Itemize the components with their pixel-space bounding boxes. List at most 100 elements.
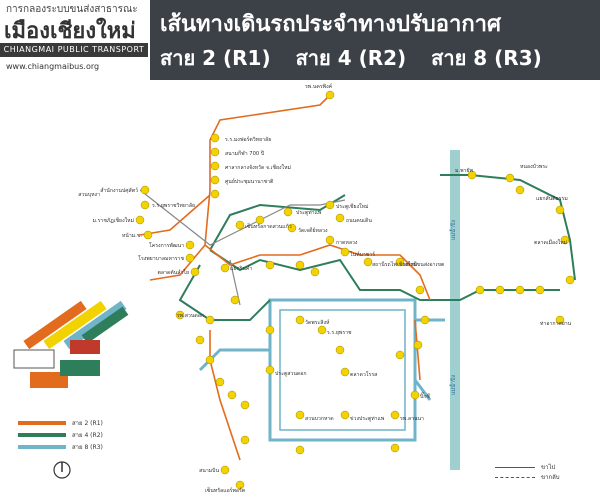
station-dot[interactable] — [140, 185, 150, 195]
station-dot[interactable] — [235, 220, 245, 230]
station-label: สวนบุหงา — [78, 192, 100, 198]
station-dot[interactable] — [215, 377, 225, 387]
station-dot[interactable] — [227, 390, 237, 400]
page-title: เส้นทางเดินรถประจำทางปรับอากาศ — [160, 12, 501, 37]
station-dot[interactable] — [175, 310, 185, 320]
station-label: ประตูเชียงใหม่ — [336, 203, 368, 210]
station-dot[interactable] — [265, 260, 275, 270]
station-dot[interactable] — [210, 147, 220, 157]
station-label: เซ็นทรัลแอร์พอร์ต — [205, 486, 245, 494]
legend-item-route-4: สาย 4 (R2) — [18, 430, 138, 440]
station-dot[interactable] — [515, 285, 525, 295]
station-label: แยกสันติธรรม — [536, 195, 568, 202]
station-label: สถานีรถไฟเชียงใหม่ — [372, 260, 417, 268]
station-dot[interactable] — [390, 443, 400, 453]
legend-item-route-8: สาย 8 (R3) — [18, 442, 138, 452]
station-dot[interactable] — [210, 133, 220, 143]
station-dot[interactable] — [565, 275, 575, 285]
station-label: หน้าม.ช. — [122, 232, 142, 239]
station-dot[interactable] — [230, 295, 240, 305]
station-dot[interactable] — [287, 223, 297, 233]
station-dot[interactable] — [240, 400, 250, 410]
station-dot[interactable] — [325, 90, 335, 100]
header-banner: เส้นทางเดินรถประจำทางปรับอากาศ สาย 2 (R1… — [150, 0, 600, 80]
station-dot[interactable] — [495, 285, 505, 295]
station-dot[interactable] — [283, 207, 293, 217]
station-dot[interactable] — [395, 257, 405, 267]
legend-label: สาย 4 (R2) — [72, 432, 103, 439]
station-dot[interactable] — [413, 340, 423, 350]
station-label: โรงพยาบาลมหาราช — [138, 255, 184, 262]
station-dot[interactable] — [363, 257, 373, 267]
station-label: สำนักงานปศุสัตว์ — [100, 187, 138, 194]
station-dot[interactable] — [265, 325, 275, 335]
station-dot[interactable] — [220, 263, 230, 273]
station-dot[interactable] — [210, 189, 220, 199]
station-label: ไนท์บาซาร์ — [349, 250, 375, 258]
station-label: โครงการพัฒนา — [149, 242, 184, 249]
station-dot[interactable] — [185, 240, 195, 250]
station-dot[interactable] — [185, 253, 195, 263]
station-label: ข่วงประตูท่าแพ — [350, 416, 385, 422]
station-label: แยกรินคำ — [230, 265, 252, 272]
station-dot[interactable] — [195, 335, 205, 345]
route-label-4: สาย 4 (R2) — [295, 46, 407, 70]
station-dot[interactable] — [340, 247, 350, 257]
station-dot[interactable] — [560, 235, 570, 245]
station-label: ประตูสวนดอก — [275, 371, 307, 377]
station-dot[interactable] — [415, 285, 425, 295]
station-dot[interactable] — [335, 213, 345, 223]
station-dot[interactable] — [325, 235, 335, 245]
station-dot[interactable] — [143, 230, 153, 240]
station-dot[interactable] — [265, 365, 275, 375]
station-dot[interactable] — [420, 315, 430, 325]
station-dot[interactable] — [140, 200, 150, 210]
station-dot[interactable] — [505, 173, 515, 183]
station-dot[interactable] — [210, 175, 220, 185]
station-dot[interactable] — [467, 170, 477, 180]
station-dot[interactable] — [190, 267, 200, 277]
station-label: ร.ร.ยุพราชวิทยาลัย — [152, 202, 195, 209]
station-dot[interactable] — [220, 465, 230, 475]
station-label: รพ.นครพิงค์ — [305, 83, 333, 90]
station-dot[interactable] — [390, 410, 400, 420]
route-8-line — [198, 298, 445, 442]
station-dot[interactable] — [295, 260, 305, 270]
station-dot[interactable] — [317, 325, 327, 335]
station-dot[interactable] — [340, 410, 350, 420]
station-dot[interactable] — [325, 200, 335, 210]
station-dot[interactable] — [310, 267, 320, 277]
station-label: ตลาดเมืองใหม่ — [534, 239, 567, 246]
station-dot[interactable] — [295, 410, 305, 420]
legend-item-route-2: สาย 2 (R1) — [18, 418, 138, 428]
station-dot[interactable] — [235, 480, 245, 490]
station-dot[interactable] — [295, 315, 305, 325]
station-markers — [135, 90, 575, 490]
legend-swatch — [18, 433, 66, 437]
brand-url[interactable]: www.chiangmaibus.org — [6, 62, 100, 71]
brand-line2: เมืองเชียงใหม่ — [4, 19, 136, 44]
station-dot[interactable] — [205, 315, 215, 325]
route-2-line — [139, 94, 431, 461]
station-dot[interactable] — [395, 350, 405, 360]
station-dot[interactable] — [240, 435, 250, 445]
station-dot[interactable] — [205, 355, 215, 365]
station-dot[interactable] — [335, 345, 345, 355]
station-dot[interactable] — [555, 315, 565, 325]
route-8-branch — [279, 309, 406, 431]
station-dot[interactable] — [410, 390, 420, 400]
station-dot[interactable] — [210, 161, 220, 171]
station-dot[interactable] — [340, 367, 350, 377]
station-dot[interactable] — [515, 185, 525, 195]
station-dot[interactable] — [555, 205, 565, 215]
route-4-line — [178, 174, 576, 321]
legend-swatch — [18, 421, 66, 425]
station-dot[interactable] — [475, 285, 485, 295]
station-label: วัดเจดีย์หลวง — [298, 227, 328, 234]
station-label: ท่าอากาศยาน — [540, 321, 572, 327]
station-label: ตลาดต้นลำไย — [158, 268, 190, 276]
station-dot[interactable] — [535, 285, 545, 295]
station-dot[interactable] — [255, 215, 265, 225]
station-dot[interactable] — [295, 445, 305, 455]
station-dot[interactable] — [135, 215, 145, 225]
